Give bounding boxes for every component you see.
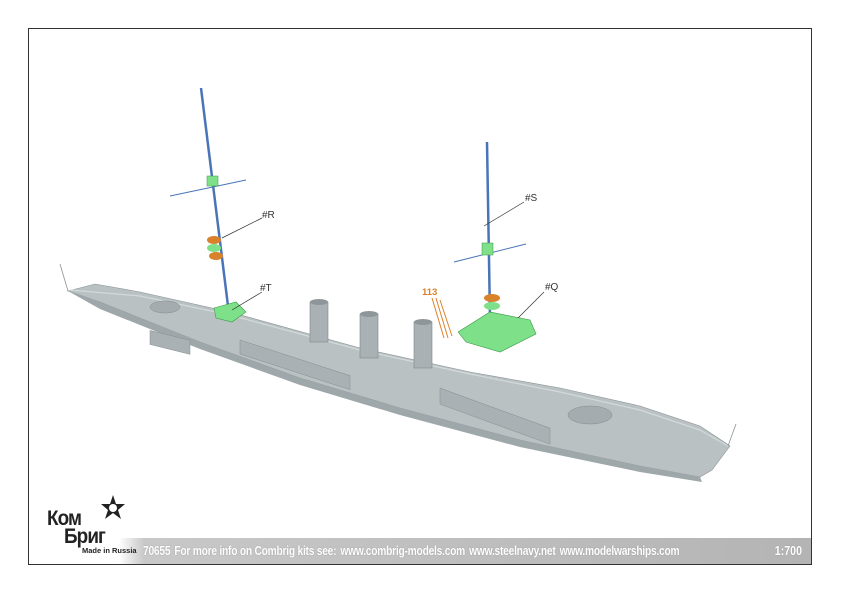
leader-S <box>483 201 525 227</box>
aft-turret <box>567 405 613 425</box>
callout-113: 113 <box>422 287 438 298</box>
star-icon <box>101 495 125 519</box>
leader-R <box>221 217 263 239</box>
site-combrig[interactable]: www.combrig-models.com <box>340 544 466 558</box>
kit-code: 70655 <box>143 544 171 558</box>
footer-bar <box>29 538 811 564</box>
info-text: For more info on Combrig kits see: <box>174 544 337 558</box>
funnel-2 <box>359 311 379 359</box>
fore-turret <box>149 300 181 314</box>
funnel-3 <box>413 319 433 369</box>
fore-mast <box>199 87 230 307</box>
logo-text-line1: Ком <box>47 507 82 530</box>
fore-superstructure <box>149 330 191 355</box>
callout-Q: #Q <box>545 282 559 293</box>
scale-label: 1:700 <box>774 544 802 558</box>
photoetch-113 <box>431 297 453 339</box>
callout-R: #R <box>262 210 275 221</box>
aft-bridge-platform <box>457 311 537 353</box>
ship-hull <box>66 283 731 478</box>
leader-Q <box>517 291 545 319</box>
logo-text-line2: Бриг <box>64 525 106 548</box>
callout-T: #T <box>260 283 272 294</box>
aft-fighting-top <box>484 294 500 310</box>
fore-fighting-top <box>207 236 223 260</box>
combrig-logo: Ком Бриг Made in Russia <box>44 494 137 560</box>
mid-deckhouse <box>239 339 351 391</box>
fore-mast-yard <box>169 179 247 197</box>
stern-staff <box>727 423 737 447</box>
aft-mast <box>485 141 492 319</box>
aft-masthead-part <box>481 242 494 256</box>
funnel-1 <box>309 299 329 343</box>
fore-masthead-part <box>206 175 219 187</box>
site-modelwarships[interactable]: www.modelwarships.com <box>559 544 680 558</box>
site-steelnavy[interactable]: www.steelnavy.net <box>469 544 556 558</box>
fore-bridge-platform <box>213 301 247 323</box>
made-in-russia: Made in Russia <box>82 546 137 555</box>
leader-T <box>231 291 263 311</box>
bow-staff <box>59 263 69 292</box>
callout-S: #S <box>525 193 538 204</box>
aft-deckhouse <box>439 387 551 445</box>
